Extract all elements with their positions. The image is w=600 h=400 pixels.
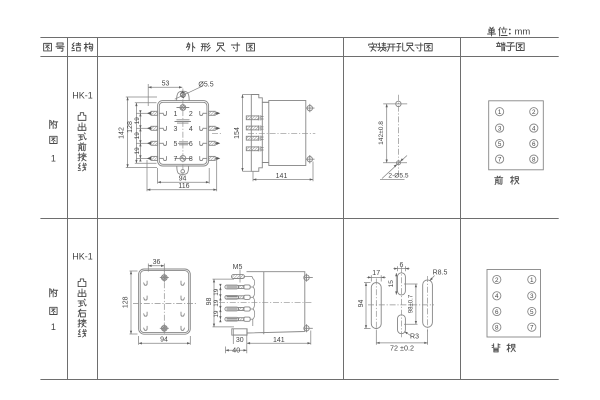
svg-text:40: 40 [232, 347, 240, 354]
svg-text:94: 94 [358, 300, 365, 308]
svg-text:19: 19 [134, 147, 141, 155]
svg-text:2: 2 [532, 109, 536, 116]
svg-text:2: 2 [189, 111, 193, 118]
svg-text:141: 141 [276, 173, 288, 180]
svg-text:6: 6 [399, 262, 403, 269]
svg-text:R8.5: R8.5 [433, 270, 448, 277]
svg-text:5: 5 [174, 141, 178, 148]
svg-text:3: 3 [530, 293, 534, 300]
svg-text:3: 3 [498, 125, 502, 132]
svg-text:30: 30 [236, 337, 244, 344]
svg-text:19: 19 [134, 117, 141, 125]
svg-text:HK-1: HK-1 [72, 251, 93, 261]
svg-text:72 ±0.2: 72 ±0.2 [390, 343, 414, 352]
svg-text:19: 19 [213, 288, 220, 296]
svg-text:HK-1: HK-1 [72, 90, 93, 100]
svg-text:3: 3 [174, 126, 178, 133]
svg-text:19: 19 [213, 310, 220, 318]
svg-text:128: 128 [127, 121, 134, 133]
svg-text:98±0.7: 98±0.7 [409, 294, 415, 313]
svg-text:M5: M5 [233, 264, 243, 271]
svg-text:4: 4 [532, 125, 536, 132]
svg-text:2-Ø5.5: 2-Ø5.5 [388, 173, 408, 180]
svg-text:7: 7 [498, 156, 502, 163]
svg-text:2: 2 [495, 277, 499, 284]
svg-text:5: 5 [498, 141, 502, 148]
svg-text:4: 4 [495, 293, 499, 300]
svg-text:1: 1 [51, 322, 56, 332]
svg-text:1: 1 [51, 153, 56, 163]
svg-text:8: 8 [495, 325, 499, 332]
svg-text:142±0.8: 142±0.8 [378, 121, 385, 145]
svg-text:19: 19 [134, 132, 141, 140]
svg-text:141: 141 [273, 337, 285, 344]
svg-text:8: 8 [532, 156, 536, 163]
svg-text:116: 116 [178, 183, 189, 190]
svg-text:7: 7 [530, 325, 534, 332]
svg-text:15: 15 [388, 280, 395, 288]
svg-text:8: 8 [189, 156, 193, 163]
svg-text:mm: mm [515, 27, 531, 38]
svg-text:19: 19 [213, 299, 220, 307]
svg-text:1: 1 [530, 277, 534, 284]
svg-text:6: 6 [495, 309, 499, 316]
svg-text:1: 1 [174, 111, 178, 118]
svg-text:36: 36 [153, 259, 161, 266]
svg-text:1: 1 [498, 109, 502, 116]
svg-text:94: 94 [160, 337, 168, 344]
svg-text:6: 6 [189, 141, 193, 148]
svg-text:6: 6 [532, 141, 536, 148]
svg-text:128: 128 [123, 296, 130, 308]
svg-text:Ø5.5: Ø5.5 [198, 81, 213, 88]
svg-text:142: 142 [118, 127, 125, 139]
svg-text:7: 7 [174, 156, 178, 163]
svg-text:17: 17 [372, 270, 380, 277]
svg-text:94: 94 [179, 175, 187, 182]
svg-text:4: 4 [189, 126, 193, 133]
svg-text:R3: R3 [410, 333, 419, 340]
svg-text:53: 53 [162, 81, 170, 88]
svg-text:5: 5 [530, 309, 534, 316]
svg-text:98: 98 [206, 298, 213, 306]
svg-text:154: 154 [234, 127, 241, 139]
